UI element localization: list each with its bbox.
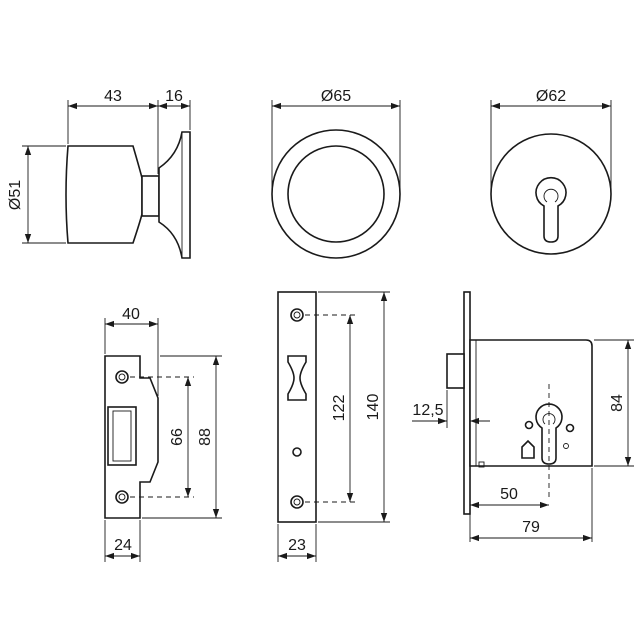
lock-case — [469, 339, 593, 467]
strike-window — [107, 406, 137, 466]
lock-faceplate-edge — [463, 291, 471, 515]
dim-knob-diameter: Ø51 — [7, 180, 24, 210]
escutcheon-front-view: Ø62 — [490, 88, 612, 255]
dim-rose-diameter: Ø65 — [321, 88, 351, 105]
lock-body-view: 12,5 50 79 84 — [412, 291, 634, 542]
faceplate-hole-top — [290, 308, 304, 322]
dim-knob-length: 43 — [104, 88, 122, 105]
dim-lock-depth: 79 — [522, 519, 540, 536]
faceplate-hole-bottom — [290, 495, 304, 509]
dim-strike-height: 88 — [197, 428, 214, 446]
faceplate-view: 122 140 23 — [277, 291, 390, 562]
knob-inner-circle — [287, 145, 385, 243]
dim-backset: 50 — [500, 486, 518, 503]
lock-detail-dot-right — [565, 423, 575, 433]
faceplate-outline — [277, 291, 317, 523]
dim-faceplate-hole-spacing: 122 — [331, 395, 348, 422]
dim-faceplate-length: 140 — [365, 394, 382, 421]
lock-detail-dot-small — [563, 443, 569, 449]
strike-hole-bottom — [115, 490, 129, 504]
strike-hole-top — [115, 370, 129, 384]
knob-rose-flare — [158, 131, 191, 259]
lock-house-icon — [521, 439, 535, 459]
dim-latch-projection: 12,5 — [412, 402, 443, 419]
knob-neck — [141, 175, 160, 217]
faceplate-spindle-hole — [292, 447, 302, 457]
dim-escutcheon-diameter: Ø62 — [536, 88, 566, 105]
lock-latch — [446, 353, 465, 389]
lock-bottom-notch — [478, 461, 485, 468]
knob-front-view: Ø65 — [271, 88, 401, 259]
dim-lock-height: 84 — [609, 394, 626, 412]
dim-rose-depth: 16 — [165, 88, 183, 105]
keyhole — [535, 177, 567, 243]
dim-faceplate-width: 23 — [288, 537, 306, 554]
dim-strike-hole-spacing: 66 — [169, 428, 186, 446]
knob-side-view: 43 16 Ø51 — [7, 88, 191, 259]
lock-cylinder-hole — [535, 403, 563, 465]
strike-plate-view: 40 66 88 24 — [104, 306, 222, 562]
lock-detail-dot-left — [524, 420, 534, 430]
knob-body — [65, 145, 143, 244]
dim-strike-bottom-width: 24 — [114, 537, 132, 554]
dim-strike-width: 40 — [122, 306, 140, 323]
faceplate-latch-slot — [287, 355, 307, 401]
